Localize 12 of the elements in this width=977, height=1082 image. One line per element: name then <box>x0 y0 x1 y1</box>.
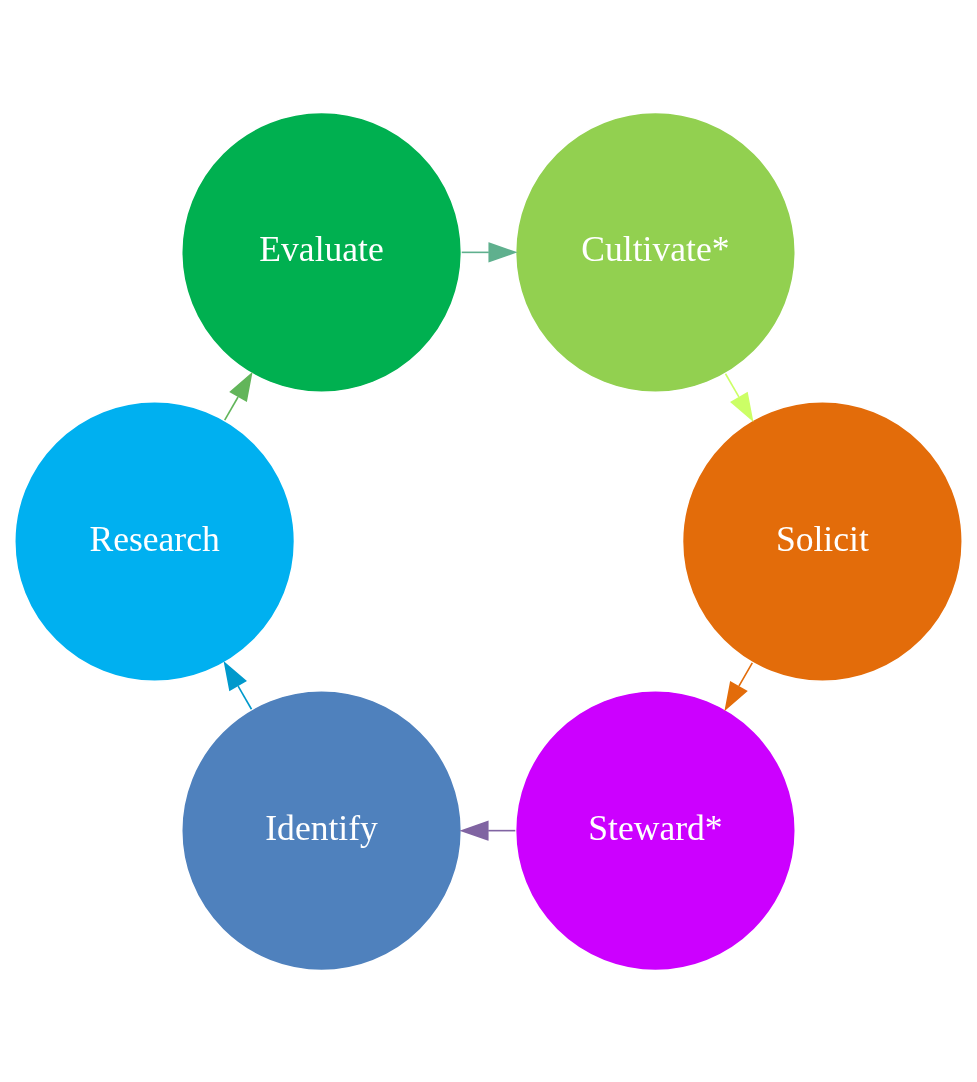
node-circle: Steward* <box>514 689 797 971</box>
arrow <box>223 371 253 421</box>
arrow <box>724 372 754 422</box>
node-circle: Solicit <box>681 400 964 682</box>
node-circle: Research <box>13 400 296 682</box>
node-circle: Identify <box>180 689 463 971</box>
arrow <box>460 241 518 263</box>
arrow <box>724 661 754 711</box>
node-circle: Evaluate <box>180 111 463 393</box>
arrow <box>223 660 253 710</box>
arrow <box>459 819 517 841</box>
node-circle: Cultivate* <box>514 111 797 393</box>
